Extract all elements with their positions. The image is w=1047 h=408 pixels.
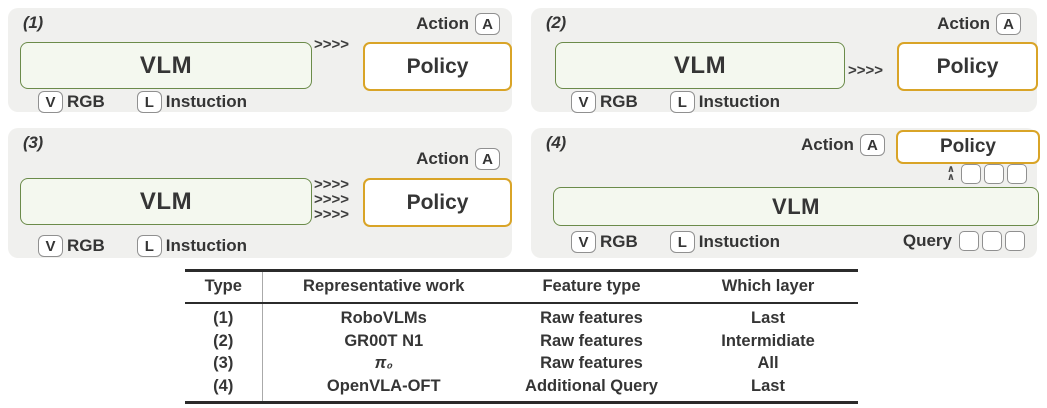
action-label: Action [801,135,854,154]
action-label: Action [937,14,990,33]
panel-1-number: (1) [23,13,43,32]
panel-1: (1) Action A VLM >>>> Policy V RGB L Ins… [8,8,512,113]
panel-3-inputs: V RGB L Instuction [38,235,247,257]
cell-type: (1) [185,303,263,330]
panel-4-query-tokens: Query [903,231,1025,251]
action-label: Action [416,149,469,168]
rgb-label: RGB [67,236,105,255]
panel-3-action-output: Action A [416,148,500,170]
table-row: (2) GR00T N1 Raw features Intermidiate [185,329,858,352]
panel-2: (2) Action A VLM >>>> Policy V RGB L Ins… [531,8,1038,113]
language-token-box: L [136,91,162,113]
feature-arrows-icon: >>>> [314,37,349,52]
vlm-box: VLM [20,42,312,89]
cell-feature-type: Additional Query [525,376,658,395]
vlm-box: VLM [20,178,312,225]
cell-work: RoboVLMs [340,309,427,327]
panel-2-action-output: Action A [937,13,1021,35]
policy-box: Policy [363,178,512,227]
feature-token [1007,164,1027,184]
vision-token-box: V [571,91,596,113]
comparison-table: Type Representative work Feature type Wh… [185,269,858,404]
cell-type: (2) [185,329,263,352]
feature-token [984,164,1004,184]
cell-type: (3) [185,352,263,375]
vision-token-box: V [38,91,63,113]
vision-token-box: V [571,231,596,253]
rgb-label: RGB [600,92,638,111]
cell-work: OpenVLA-OFT [326,376,441,395]
panel-2-inputs: V RGB L Instuction [571,91,780,113]
table-row: (4) OpenVLA-OFT Additional Query Last [185,374,858,403]
panel-4-feature-tokens: ∧ ∧ [947,164,1027,184]
panel-4: (4) Action A Policy ∧ ∧ VLM V RGB L Inst… [531,128,1040,258]
action-token-box: A [475,13,500,35]
panel-2-number: (2) [546,13,566,32]
panel-3-number: (3) [23,133,43,152]
panel-4-action-output: Action A [801,134,885,156]
feature-arrows-icon: >>>> [848,63,883,78]
query-label: Query [902,231,952,250]
arrow-line: >>>> [314,176,350,193]
arrow-line: >>>> [314,206,350,223]
cell-feature-type: Raw features [540,354,643,372]
query-token [959,231,979,251]
table-header-row: Type Representative work Feature type Wh… [185,270,858,304]
policy-box: Policy [897,42,1038,91]
instruction-label: Instuction [698,232,780,251]
rgb-label: RGB [600,232,638,251]
cell-work: GR00T N1 [344,331,424,350]
language-token-box: L [669,231,695,253]
cell-which-layer: Last [751,376,785,395]
comparison-table-wrap: Type Representative work Feature type Wh… [185,269,858,404]
panel-1-action-output: Action A [416,13,500,35]
arrow-line: >>>> [314,36,350,53]
instruction-label: Instuction [165,236,247,255]
action-token-box: A [996,13,1021,35]
arrow-line: >>>> [314,191,350,208]
col-header-representative-work: Representative work [262,270,505,304]
instruction-label: Instuction [165,92,247,111]
query-token [1005,231,1025,251]
feature-arrows-icon: >>>> >>>> >>>> [314,177,349,222]
vlm-box: VLM [555,42,845,89]
panel-3: (3) Action A VLM >>>> >>>> >>>> Policy V… [8,128,512,258]
cell-which-layer: All [757,354,779,372]
policy-box: Policy [896,130,1040,164]
action-label: Action [416,14,469,33]
panel-1-inputs: V RGB L Instuction [38,91,247,113]
up-chevrons-icon: ∧ ∧ [946,164,955,183]
cell-type: (4) [185,374,263,403]
cell-work: π₀ [374,354,393,372]
action-token-box: A [859,134,885,156]
language-token-box: L [136,235,162,257]
cell-which-layer: Last [751,309,785,327]
cell-feature-type: Raw features [540,331,643,350]
cell-which-layer: Intermidiate [721,331,815,350]
cell-feature-type: Raw features [540,309,643,327]
table-row: (1) RoboVLMs Raw features Last [185,303,858,330]
instruction-label: Instuction [698,92,780,111]
panel-4-number: (4) [546,133,566,152]
col-header-feature-type: Feature type [505,270,678,304]
rgb-label: RGB [67,92,105,111]
up-chevron-glyph: ∧ [946,164,955,175]
vlm-box: VLM [553,187,1039,226]
arrow-line: >>>> [848,62,884,79]
feature-token [961,164,981,184]
action-token-box: A [475,148,500,170]
query-token [982,231,1002,251]
col-header-type: Type [185,270,263,304]
up-chevron-glyph: ∧ [946,172,955,183]
table-row: (3) π₀ Raw features All [185,352,858,375]
vision-token-box: V [38,235,63,257]
col-header-which-layer: Which layer [678,270,858,304]
language-token-box: L [669,91,695,113]
policy-box: Policy [363,42,512,91]
panel-4-inputs: V RGB L Instuction [571,231,780,253]
